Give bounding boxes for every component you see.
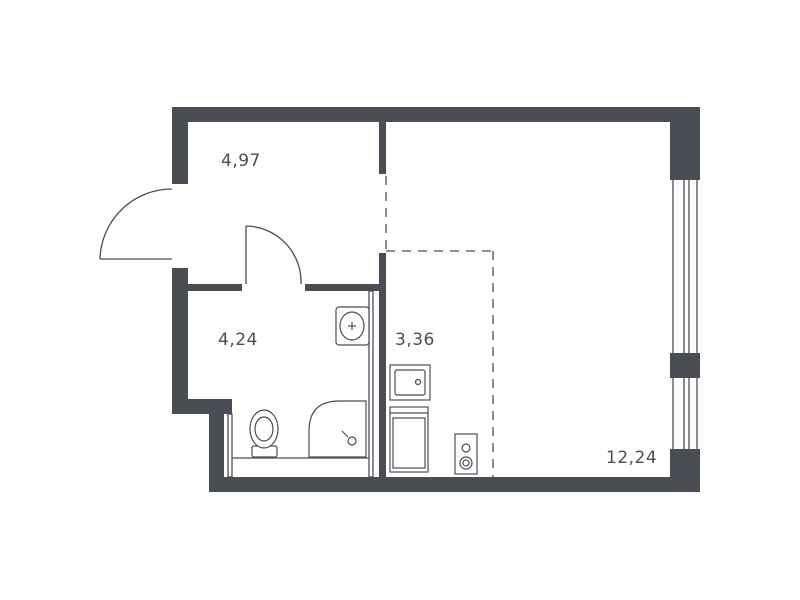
left-wall-bottom <box>209 399 224 492</box>
kitchen-sink-icon <box>389 364 431 401</box>
bathroom-inner-wall-right <box>368 290 374 478</box>
bathroom-wall-top-right <box>305 284 379 291</box>
doors <box>99 188 302 285</box>
area-labels: 4,97 4,24 3,36 12,24 <box>218 151 657 468</box>
toilet-icon <box>249 409 279 458</box>
partition-upper <box>379 122 386 174</box>
kitchen-fixtures <box>389 364 478 475</box>
washing-machine-icon <box>454 433 478 475</box>
bathroom-fixtures <box>232 306 370 459</box>
right-wall-upper <box>670 107 700 180</box>
left-wall-lower <box>172 268 188 414</box>
sink-icon <box>335 306 370 346</box>
right-wall-lower <box>670 449 700 492</box>
bathroom-area: 4,24 <box>218 330 258 350</box>
outer-walls <box>172 107 700 492</box>
interior-walls <box>188 122 386 478</box>
top-wall <box>172 107 700 122</box>
hallway-area: 4,97 <box>221 151 261 171</box>
window-lower <box>672 378 698 449</box>
entrance-door <box>99 188 173 260</box>
kitchen-area: 3,36 <box>395 330 435 350</box>
bathroom-door <box>245 225 302 285</box>
left-wall-upper <box>172 107 188 184</box>
zone-boundaries <box>385 176 494 477</box>
bathroom-wall-top-left <box>188 284 242 291</box>
shower-icon <box>308 400 367 458</box>
windows <box>672 180 698 449</box>
living-room-area: 12,24 <box>606 448 657 468</box>
bathroom-inner-wall-left <box>227 413 233 478</box>
right-wall-mid <box>670 353 700 378</box>
partition-lower <box>379 253 386 477</box>
bottom-wall <box>209 477 700 492</box>
window-upper <box>672 180 698 353</box>
stove-icon <box>389 406 429 473</box>
